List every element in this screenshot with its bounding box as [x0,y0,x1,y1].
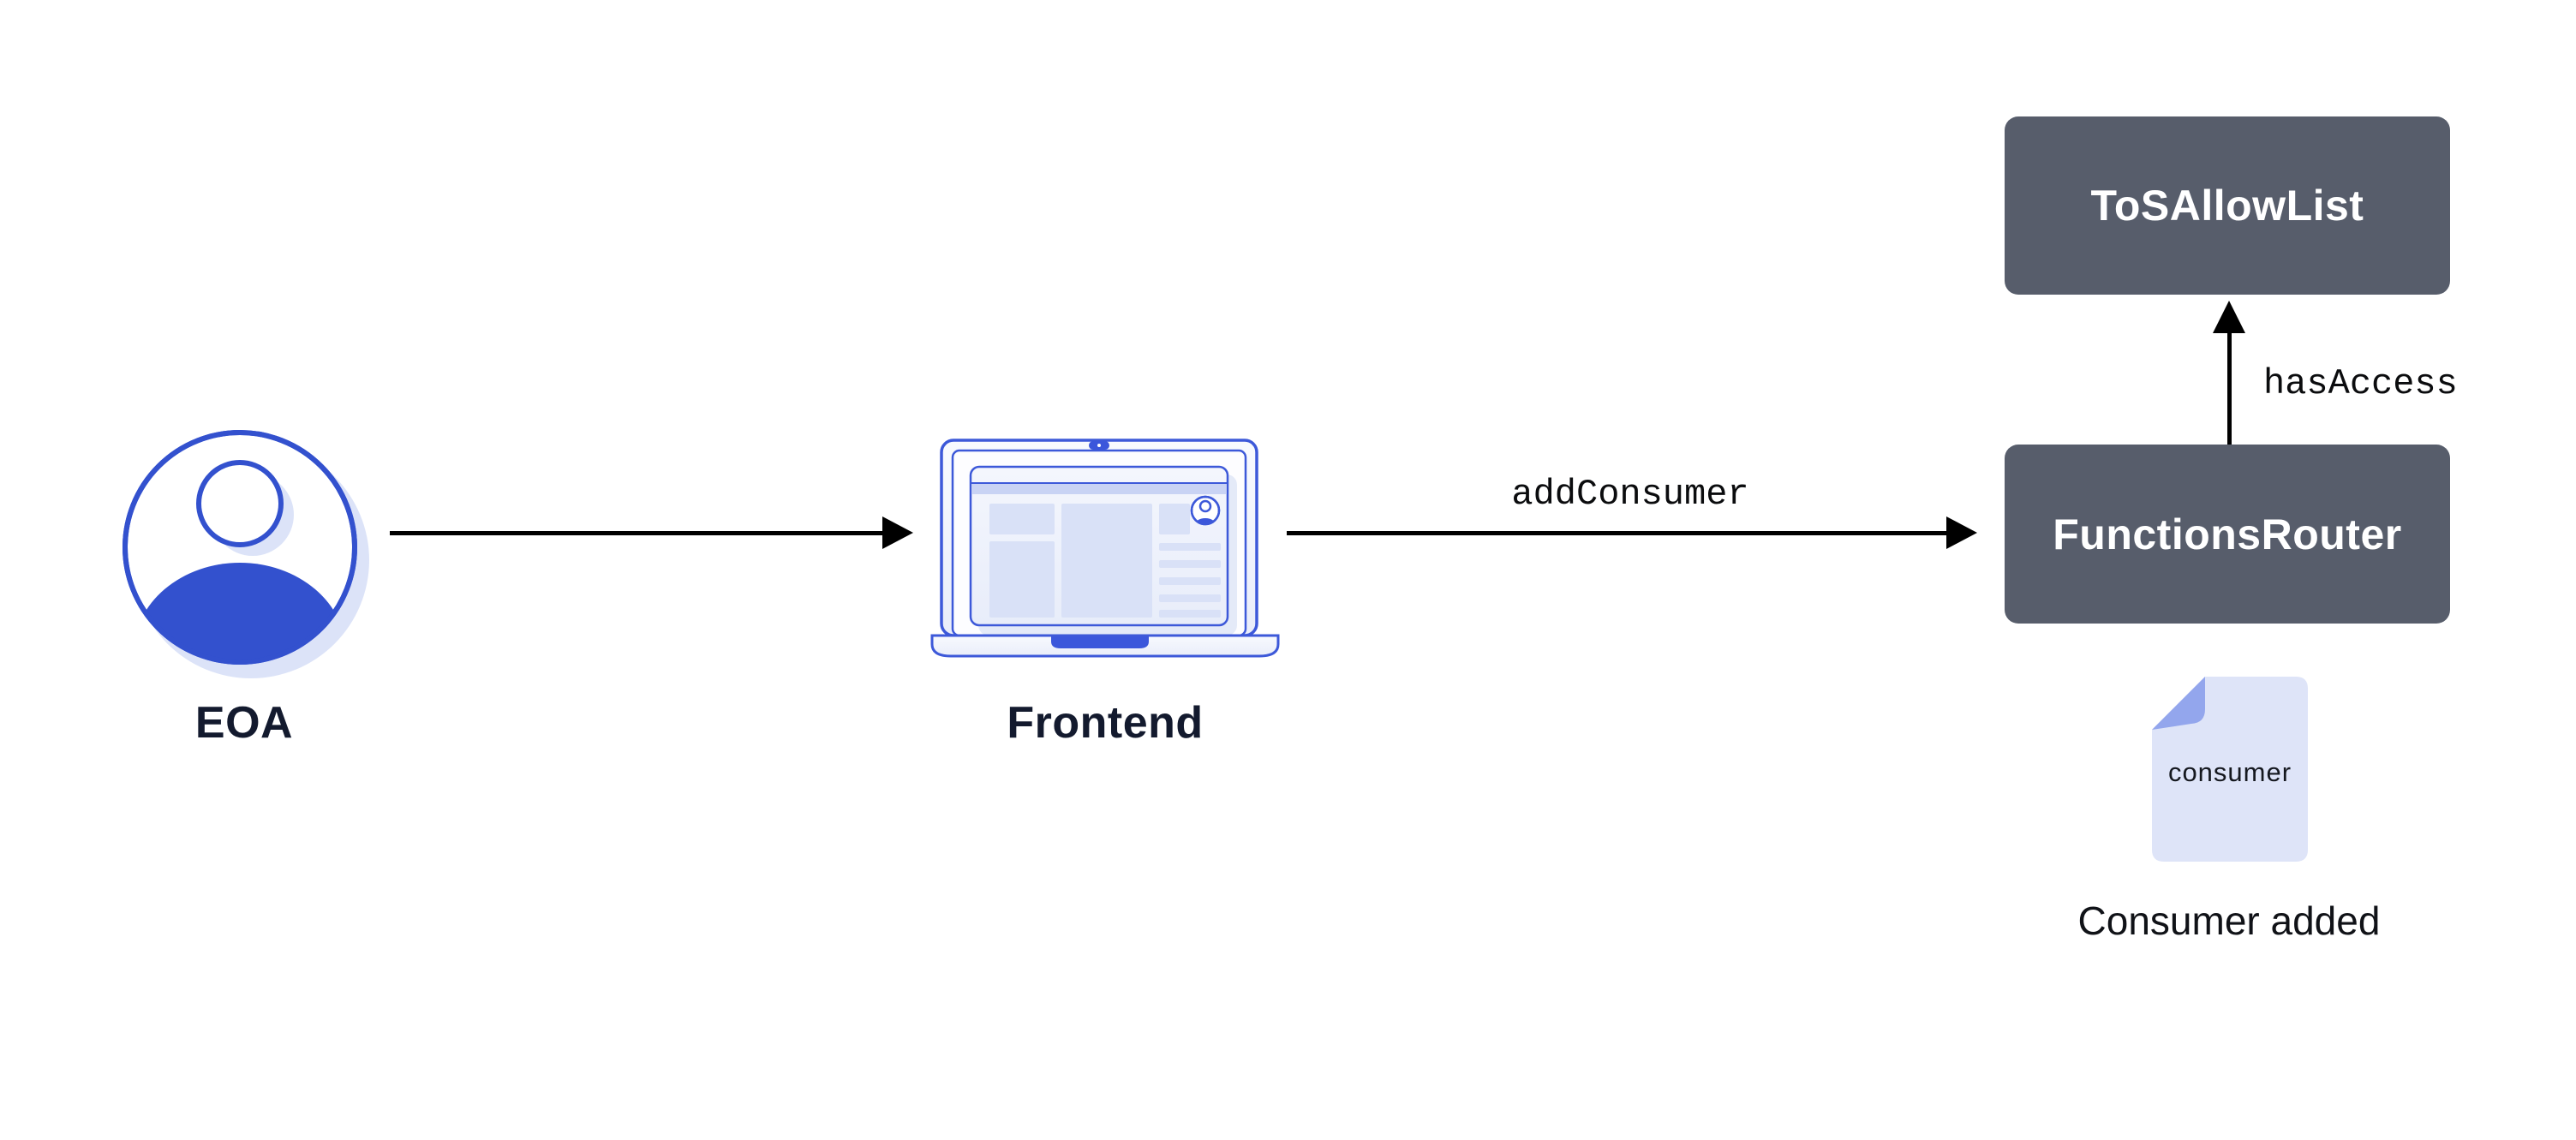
flow-arrowhead-frontend-functionsrouter [1946,516,1977,549]
edge-label-addconsumer: addConsumer [1511,474,1749,515]
laptop-icon [930,439,1280,658]
browser-user-avatar-icon [1190,495,1221,526]
frontend-label: Frontend [1007,698,1204,748]
document-fold [2152,677,2205,730]
browser-content-blocks [989,504,1221,618]
user-avatar-icon [123,430,369,678]
consumer-document-icon [2152,677,2308,862]
flow-arrow-frontend-functionsrouter [1287,531,1948,535]
tosallowlist-box: ToSAllowList [2005,116,2450,295]
flow-arrow-eoa-frontend [390,531,884,535]
edge-label-hasaccess: hasAccess [2263,363,2458,404]
functionsrouter-box: FunctionsRouter [2005,445,2450,624]
flow-arrowhead-eoa-frontend [882,516,913,549]
flow-arrowhead-functionsrouter-tosallowlist [2213,301,2245,333]
flow-arrow-functionsrouter-tosallowlist [2227,331,2232,445]
tosallowlist-label: ToSAllowList [2090,182,2364,230]
functionsrouter-label: FunctionsRouter [2053,510,2402,558]
consumer-doc-label: consumer [2167,757,2292,787]
laptop-notch [1051,636,1149,648]
consumer-added-caption: Consumer added [2077,898,2381,943]
eoa-label: EOA [194,698,294,748]
